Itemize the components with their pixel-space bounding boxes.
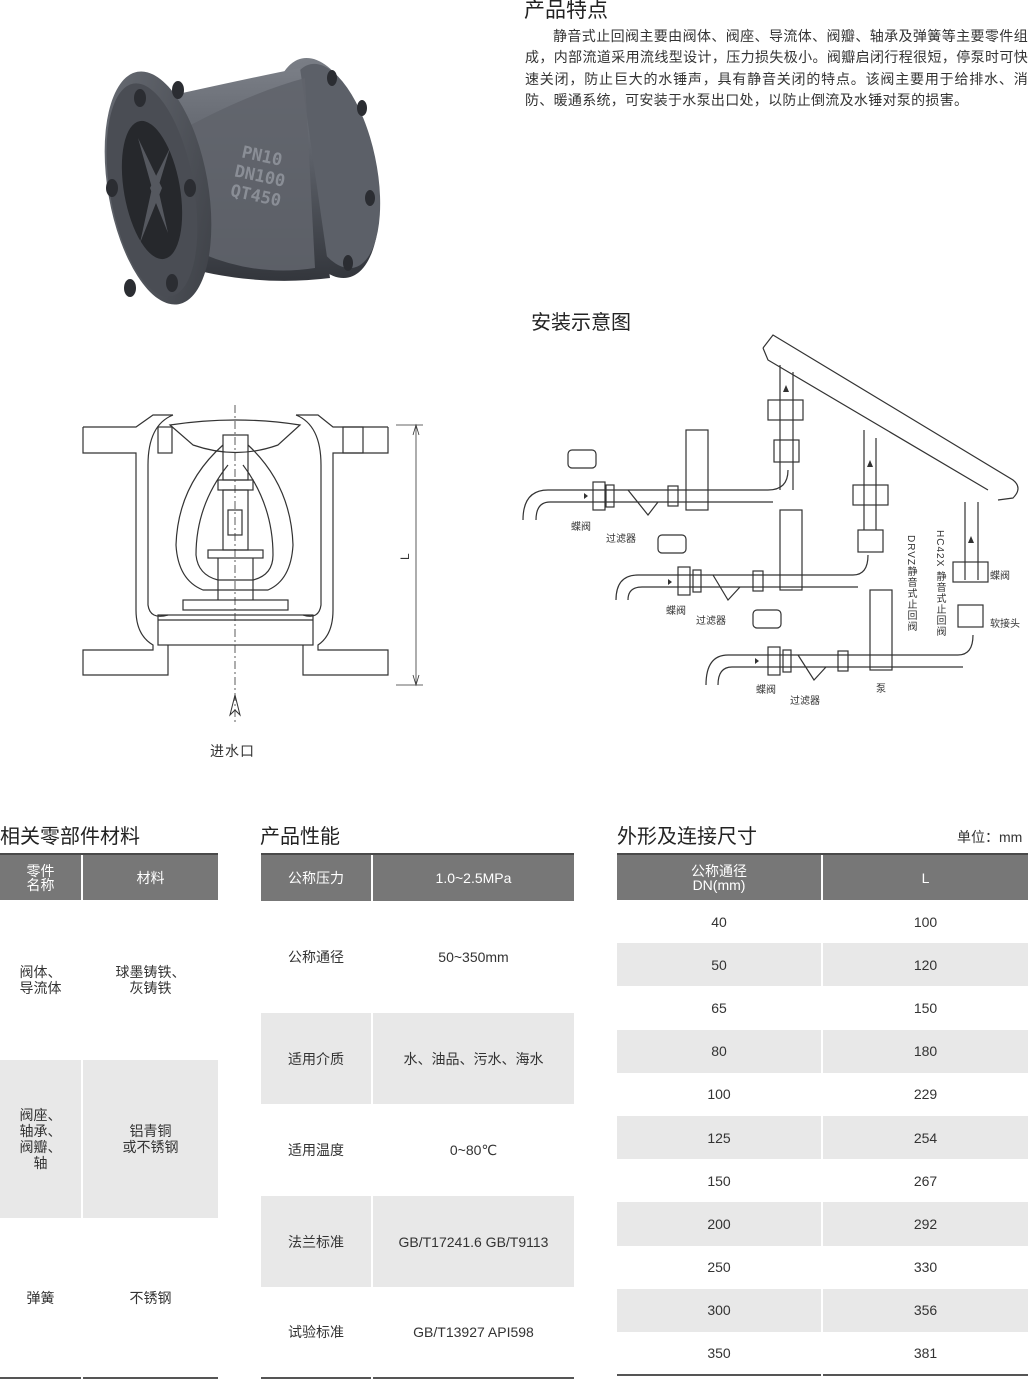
materials-table: 零件 名称 材料 阀体、 导流体 球墨铸铁、 灰铸铁 阀座、 轴承、 阀瓣、 轴… [0, 853, 218, 1379]
features-title: 产品特点 [524, 0, 608, 22]
dimension-dn: 150 [707, 1172, 731, 1189]
materials-header-material: 材料 [81, 853, 218, 900]
label-pump: 泵 [876, 684, 886, 695]
table-row: 65 150 [617, 986, 1028, 1030]
inlet-label: 进水口 [210, 743, 255, 759]
table-row: 350 381 [617, 1331, 1028, 1376]
dimension-l: 229 [821, 1072, 1028, 1116]
dimensions-header-dn: 公称通径 DN(mm) [617, 853, 822, 900]
table-row: 100 229 [617, 1072, 1028, 1116]
performance-title: 产品性能 [260, 826, 340, 848]
material-part: 阀体、 导流体 [19, 964, 62, 996]
performance-key: 适用温度 [288, 1142, 344, 1158]
label-strainer-2: 过滤器 [696, 616, 726, 627]
dimension-dn: 100 [707, 1086, 731, 1103]
performance-table: 公称压力 1.0~2.5MPa 公称通径 50~350mm 适用介质 水、油品、… [261, 853, 574, 1379]
performance-value: 0~80℃ [371, 1104, 574, 1196]
label-butterfly-4: 蝶阀 [990, 571, 1010, 582]
material-value: 球墨铸铁、 灰铸铁 [81, 900, 218, 1060]
performance-key: 试验标准 [288, 1324, 344, 1340]
table-row: 适用温度 0~80℃ [261, 1104, 574, 1196]
label-butterfly-2: 蝶阀 [666, 606, 686, 617]
dimension-l: 292 [821, 1202, 1028, 1246]
performance-key: 法兰标准 [261, 1196, 372, 1287]
table-row: 试验标准 GB/T13927 API598 [261, 1287, 574, 1378]
dimensions-title: 外形及连接尺寸 [617, 826, 757, 848]
dimension-l: 356 [821, 1288, 1028, 1332]
material-value: 不锈钢 [81, 1218, 218, 1378]
dimension-dn: 200 [617, 1202, 822, 1246]
dimension-l: 254 [821, 1115, 1028, 1160]
dimension-l: 381 [821, 1331, 1028, 1376]
label-hc42x-check-valve: HC42X 静音式止回阀 [934, 530, 945, 638]
performance-key: 适用介质 [261, 1013, 372, 1104]
table-row: 阀座、 轴承、 阀瓣、 轴 铝青铜 或不锈钢 [0, 1060, 218, 1218]
dimension-l: 120 [821, 943, 1028, 987]
table-row: 弹簧 不锈钢 [0, 1218, 218, 1378]
dimension-l: 150 [821, 986, 1028, 1030]
performance-header-value: 1.0~2.5MPa [371, 853, 574, 901]
dimension-dn: 250 [707, 1259, 731, 1276]
dimension-dn: 125 [617, 1115, 822, 1160]
dimension-dn: 65 [711, 999, 727, 1016]
table-row: 适用介质 水、油品、污水、海水 [261, 1013, 574, 1104]
table-row: 法兰标准 GB/T17241.6 GB/T9113 [261, 1196, 574, 1287]
materials-header-part: 零件 名称 [0, 853, 82, 900]
dimension-dn: 300 [617, 1288, 822, 1332]
label-drvz-check-valve: DRVZ静音式止回阀 [905, 535, 916, 633]
install-title: 安装示意图 [531, 312, 631, 334]
performance-value: GB/T13927 API598 [371, 1287, 574, 1378]
performance-value: 水、油品、污水、海水 [371, 1013, 574, 1104]
dimension-dn: 40 [711, 913, 727, 930]
valve-product-photo: PN10 DN100 QT450 [104, 57, 381, 305]
material-value: 铝青铜 或不锈钢 [81, 1060, 218, 1218]
performance-header-key: 公称压力 [261, 853, 372, 901]
performance-value: GB/T17241.6 GB/T9113 [371, 1196, 574, 1287]
performance-value: 50~350mm [371, 901, 574, 1013]
installation-diagram: 蝶阀 过滤器 蝶阀 过滤器 蝶阀 过滤器 泵 DRVZ静音式止回阀 HC42X … [518, 330, 1029, 710]
material-part: 阀座、 轴承、 阀瓣、 轴 [0, 1060, 82, 1218]
dimension-l: 267 [821, 1159, 1028, 1203]
dimension-dn: 50 [617, 943, 822, 987]
dimension-l: 100 [821, 900, 1028, 944]
label-butterfly-1: 蝶阀 [571, 522, 591, 533]
label-soft-joint: 软接头 [990, 619, 1020, 630]
installation-piping-svg [522, 334, 1019, 686]
table-row: 公称通径 50~350mm [261, 901, 574, 1013]
label-strainer-1: 过滤器 [606, 534, 636, 545]
table-row: 250 330 [617, 1245, 1028, 1289]
table-row: 40 100 [617, 900, 1028, 944]
dimensions-header-l: L [821, 853, 1028, 900]
dimensions-unit: 单位：mm [957, 829, 1023, 845]
dimension-l-label: L [398, 553, 412, 560]
label-butterfly-3: 蝶阀 [756, 685, 776, 696]
dimension-l: 330 [821, 1245, 1028, 1289]
material-part: 弹簧 [26, 1289, 55, 1306]
features-body: 静音式止回阀主要由阀体、阀座、导流体、阀瓣、轴承及弹簧等主要零件组成，内部流道采… [525, 28, 1028, 108]
dimension-dn: 80 [617, 1029, 822, 1073]
dimension-dn: 350 [707, 1344, 731, 1361]
materials-title: 相关零部件材料 [0, 826, 140, 848]
valve-section-drawing: L [82, 405, 423, 725]
label-strainer-3: 过滤器 [790, 696, 820, 707]
performance-key: 公称通径 [288, 949, 344, 965]
table-row: 阀体、 导流体 球墨铸铁、 灰铸铁 [0, 900, 218, 1060]
dimension-l: 180 [821, 1029, 1028, 1073]
table-row: 150 267 [617, 1159, 1028, 1203]
